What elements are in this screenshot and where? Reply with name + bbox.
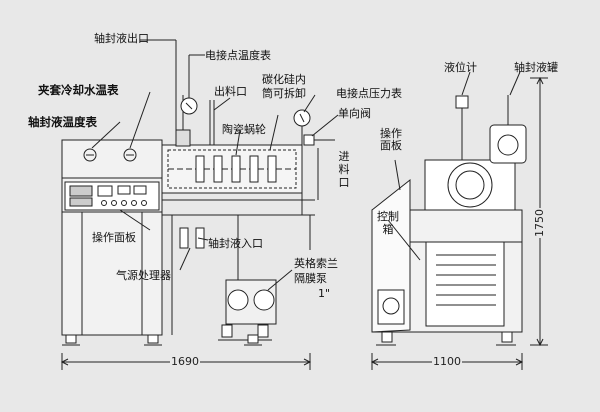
dimension-front-width: 1690 bbox=[170, 355, 200, 368]
grinding-drum-end bbox=[447, 162, 493, 208]
label-control-panel-front: 操作面板 bbox=[92, 231, 136, 244]
label-feed-port: 进料口 bbox=[338, 150, 350, 189]
label-control-panel-side: 操作面板 bbox=[380, 127, 402, 152]
label-check-valve: 单向阀 bbox=[338, 107, 371, 120]
label-pump-size: 1" bbox=[318, 287, 331, 300]
label-seal-fluid-inlet: 轴封液入口 bbox=[208, 237, 263, 250]
label-sic-cylinder-line2: 筒可拆卸 bbox=[262, 87, 306, 100]
label-pump-line1: 英格索兰 bbox=[294, 257, 338, 270]
label-pump-line2: 隔膜泵 bbox=[294, 272, 327, 285]
label-discharge-port: 出料口 bbox=[214, 85, 247, 98]
dimension-height: 1750 bbox=[533, 208, 546, 238]
front-cabinet bbox=[61, 139, 163, 336]
label-contact-temp-gauge: 电接点温度表 bbox=[205, 49, 271, 62]
seal-fluid-tank bbox=[489, 124, 527, 164]
label-jacket-cooling-temp: 夹套冷却水温表 bbox=[38, 83, 119, 97]
label-level-gauge: 液位计 bbox=[444, 61, 477, 74]
label-seal-fluid-temp: 轴封液温度表 bbox=[28, 115, 97, 129]
jacket-temp-gauge-dial bbox=[83, 148, 97, 162]
seal-temp-gauge-dial bbox=[123, 148, 137, 162]
label-contact-pressure-gauge: 电接点压力表 bbox=[336, 87, 402, 100]
label-sic-cylinder-line1: 碳化硅内 bbox=[262, 73, 306, 86]
label-control-box: 控制箱 bbox=[377, 210, 399, 236]
label-seal-fluid-tank: 轴封液罐 bbox=[514, 61, 558, 74]
dimension-side-width: 1100 bbox=[432, 355, 462, 368]
label-seal-fluid-outlet: 轴封液出口 bbox=[94, 32, 149, 45]
control-box bbox=[425, 241, 505, 327]
label-air-processor: 气源处理器 bbox=[116, 269, 171, 282]
label-ceramic-turbine: 陶瓷蜗轮 bbox=[222, 123, 266, 136]
